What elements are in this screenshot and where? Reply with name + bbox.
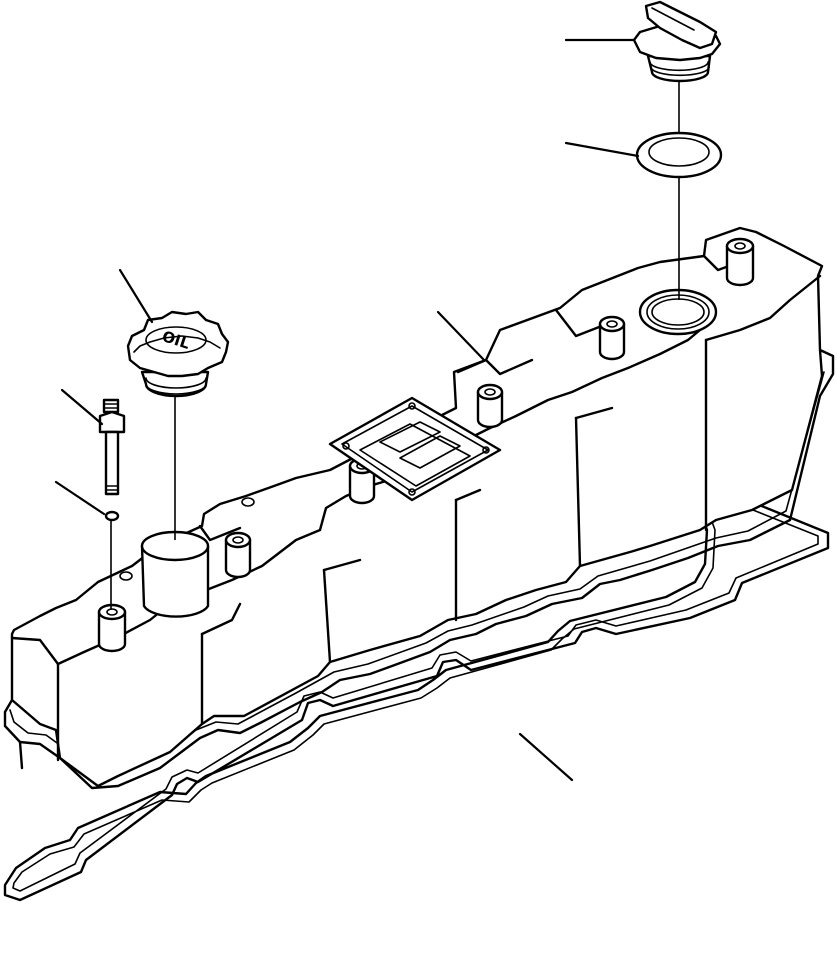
leader-gasket <box>518 732 574 782</box>
boss-6 <box>725 237 755 287</box>
stud-washer <box>104 510 120 522</box>
breather-cap <box>632 0 722 83</box>
leader-valve-cover <box>436 310 486 362</box>
boss-4 <box>476 383 504 429</box>
leader-stud-bolt <box>60 388 104 426</box>
oil-filler-neck <box>140 530 210 618</box>
boss-2 <box>224 531 252 579</box>
leader-washer <box>54 480 106 516</box>
leader-oil-cap <box>118 268 154 324</box>
oil-filler-cap: OIL <box>126 310 230 398</box>
stud-bolt <box>98 398 126 496</box>
boss-5 <box>598 315 626 361</box>
boss-1 <box>97 603 127 653</box>
breather-seal-ring <box>635 131 723 179</box>
leader-lines <box>54 38 640 782</box>
breather-port <box>638 288 718 336</box>
leader-seal-ring <box>564 141 640 158</box>
inspection-plate <box>328 396 502 502</box>
valve-cover-gasket <box>3 485 830 902</box>
